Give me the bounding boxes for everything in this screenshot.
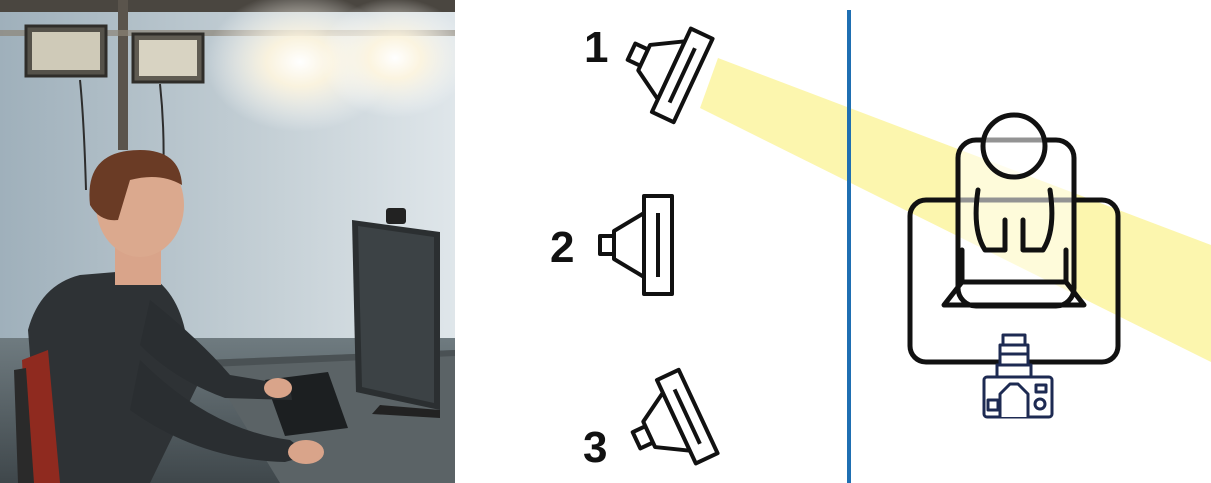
lamp-2-label: 2 bbox=[550, 223, 574, 272]
lamp-2-icon bbox=[600, 196, 672, 294]
lamp-1-label: 1 bbox=[584, 23, 608, 72]
lamp-3-label: 3 bbox=[583, 423, 607, 472]
lamp-1-icon bbox=[612, 10, 713, 122]
camera-icon bbox=[984, 335, 1052, 417]
lamp-3-icon bbox=[617, 370, 718, 482]
